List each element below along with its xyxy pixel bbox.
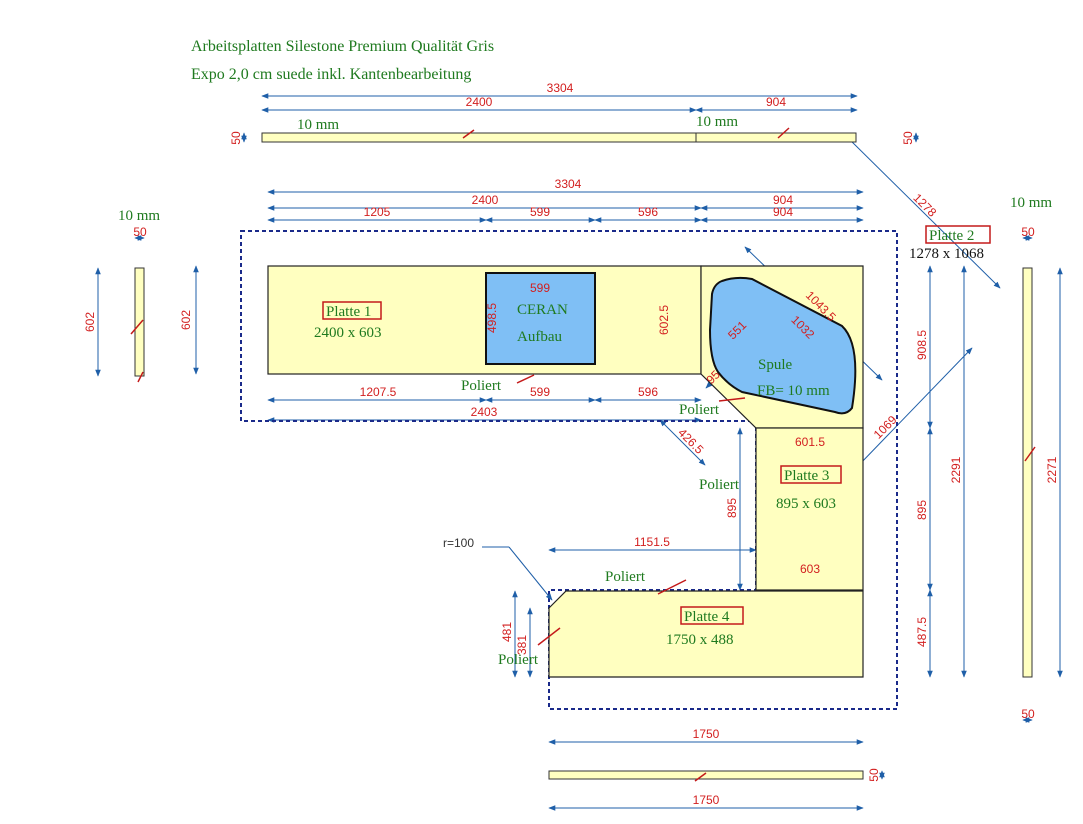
dimension-value-side-left-50: 50 bbox=[133, 225, 147, 239]
dimension-value-bot-1207-5: 1207.5 bbox=[360, 385, 397, 399]
dimension-value-p3-895: 895 bbox=[725, 498, 739, 518]
thickness-label-side-right: 10 mm bbox=[1010, 195, 1052, 211]
ceran-cutout bbox=[485, 272, 596, 365]
dimension-value-main-total: 3304 bbox=[555, 177, 582, 191]
platte-2-size: 1278 x 1068 bbox=[909, 246, 984, 262]
dimension-value-top-left: 2400 bbox=[466, 95, 493, 109]
thickness-label-top-left: 10 mm bbox=[297, 117, 339, 133]
dimension-value-diag-426-5: 426.5 bbox=[675, 426, 706, 457]
dimension-value-p3-603: 603 bbox=[800, 562, 820, 576]
dimension-value-p1-depth-inner: 602.5 bbox=[657, 305, 671, 335]
dimension-value-right-side-2271: 2271 bbox=[1045, 456, 1059, 483]
ceran-aufbau-label: Aufbau bbox=[517, 329, 562, 345]
dimension-value-ceran-w: 599 bbox=[530, 281, 550, 295]
dimension-value-top-thick-right: 50 bbox=[901, 131, 915, 145]
spule-fb-label: FB= 10 mm bbox=[757, 383, 830, 399]
poliert-label-platte-1: Poliert bbox=[461, 378, 502, 394]
top-edge-strip-right bbox=[695, 132, 857, 143]
platte-4-size: 1750 x 488 bbox=[666, 632, 734, 648]
dimension-value-r-895: 895 bbox=[915, 500, 929, 520]
dimension-value-bot-599: 599 bbox=[530, 385, 550, 399]
platte-3-name: Platte 3 bbox=[784, 468, 829, 484]
spule-label: Spule bbox=[758, 357, 793, 373]
dimension-value-p3-601-5: 601.5 bbox=[795, 435, 825, 449]
dimension-value-bot-2403: 2403 bbox=[471, 405, 498, 419]
dimension-value-side-left-602: 602 bbox=[83, 312, 97, 332]
dimension-value-seg-599: 599 bbox=[530, 205, 550, 219]
dimension-value-bottom-1750: 1750 bbox=[693, 793, 720, 807]
dimension-value-bottom-thick: 50 bbox=[867, 768, 881, 782]
title-line-1: Arbeitsplatten Silestone Premium Qualitä… bbox=[191, 38, 495, 55]
poliert-label-platte-4-left: Poliert bbox=[498, 652, 539, 668]
platte-1-label-box bbox=[322, 301, 382, 320]
dimension-value-seg-904b: 904 bbox=[773, 205, 793, 219]
top-edge-strip-left bbox=[261, 132, 697, 143]
poliert-label-platte-2: Poliert bbox=[679, 402, 720, 418]
platte-4-name: Platte 4 bbox=[684, 609, 730, 625]
platte-1-size: 2400 x 603 bbox=[314, 325, 382, 341]
slab-platte-1 bbox=[267, 265, 702, 375]
dimension-value-r-487-5: 487.5 bbox=[915, 617, 929, 647]
dimension-value-bot-596: 596 bbox=[638, 385, 658, 399]
dimension-value-main-904: 904 bbox=[773, 193, 793, 207]
dimension-value-top-total: 3304 bbox=[547, 81, 574, 95]
poliert-label-platte-3: Poliert bbox=[699, 477, 740, 493]
dimension-line-diag-1278 bbox=[844, 134, 1001, 289]
platte-2-name: Platte 2 bbox=[929, 228, 974, 244]
dimension-value-seg-596: 596 bbox=[638, 205, 658, 219]
side-edge-strip-left bbox=[134, 267, 145, 377]
dimension-value-p4-1750: 1750 bbox=[693, 727, 720, 741]
slab-platte-3 bbox=[755, 427, 864, 591]
outline-boundary bbox=[240, 230, 898, 710]
title-line-2: Expo 2,0 cm suede inkl. Kantenbearbeitun… bbox=[191, 66, 472, 83]
dimension-value-right-side-50-top: 50 bbox=[1021, 225, 1035, 239]
dimension-value-right-side-50-bottom: 50 bbox=[1021, 707, 1035, 721]
dimension-value-p4-1151-5: 1151.5 bbox=[634, 535, 670, 549]
side-edge-strip-right bbox=[1022, 267, 1033, 678]
thickness-label-side-left: 10 mm bbox=[118, 208, 160, 224]
platte-3-size: 895 x 603 bbox=[776, 496, 836, 512]
dimension-value-main-2400: 2400 bbox=[472, 193, 499, 207]
dimension-value-diag-1278: 1278 bbox=[910, 191, 939, 220]
dimension-value-r-908-5: 908.5 bbox=[915, 330, 929, 360]
sink-cutout bbox=[708, 276, 857, 415]
dimension-value-p4-481: 481 bbox=[500, 622, 514, 642]
slab-platte-4 bbox=[548, 590, 864, 678]
dimension-value-r-2291: 2291 bbox=[949, 456, 963, 483]
ceran-label: CERAN bbox=[517, 302, 568, 318]
platte-2-label-box bbox=[925, 225, 991, 244]
radius-label: r=100 bbox=[443, 536, 474, 550]
dimension-value-p4-381: 381 bbox=[515, 635, 529, 655]
dimension-value-top-right: 904 bbox=[766, 95, 786, 109]
poliert-label-platte-4-top: Poliert bbox=[605, 569, 646, 585]
platte-1-name: Platte 1 bbox=[326, 304, 371, 320]
dimension-value-seg-1205: 1205 bbox=[364, 205, 391, 219]
dimension-value-ceran-h: 498.5 bbox=[485, 303, 499, 333]
thickness-label-top-right: 10 mm bbox=[696, 114, 738, 130]
bottom-edge-strip bbox=[548, 770, 864, 780]
platte-4-label-box bbox=[680, 606, 744, 625]
platte-3-label-box bbox=[780, 465, 842, 484]
dimension-value-top-thick-left: 50 bbox=[229, 131, 243, 145]
dimension-line-diag-426-5 bbox=[659, 419, 706, 466]
dimension-value-p1-depth-left: 602 bbox=[179, 310, 193, 330]
